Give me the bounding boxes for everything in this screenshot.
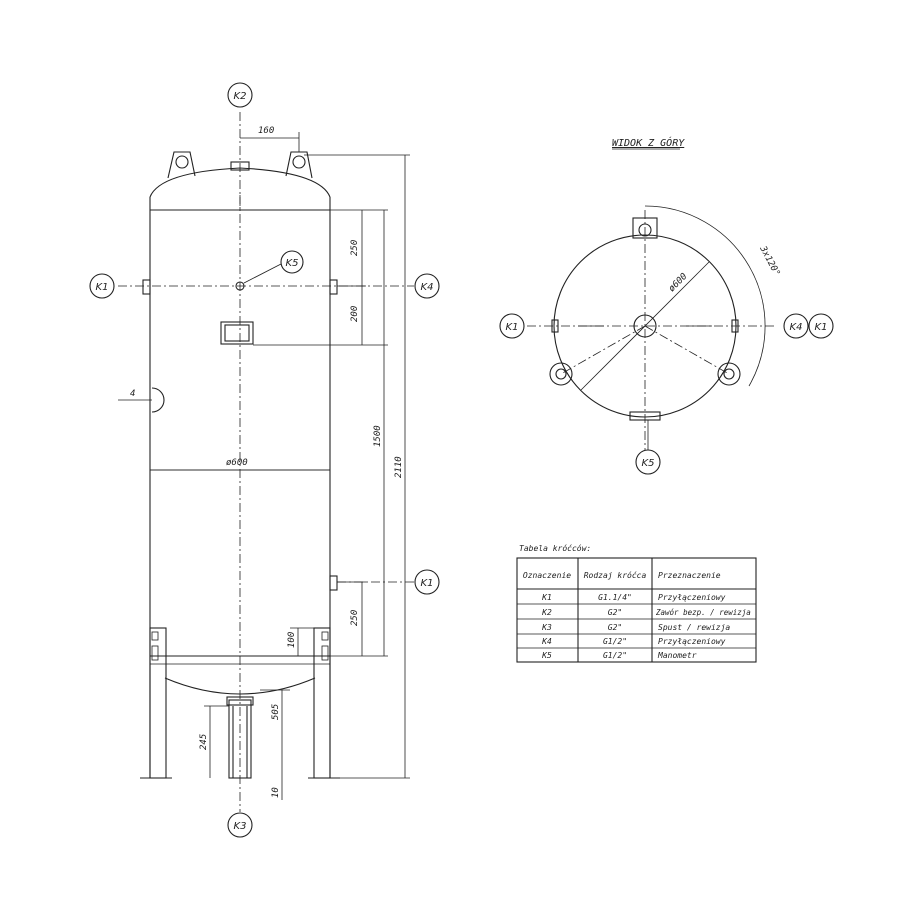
table-header-designation: Oznaczenie <box>523 571 571 580</box>
front-view: 4 160 <box>89 82 440 838</box>
top-label-k1-left: K1 <box>499 313 525 339</box>
table-row: K5 G1/2" Manometr <box>541 651 697 660</box>
top-label-k5: K5 <box>635 420 661 475</box>
dim-160-text: 160 <box>258 126 274 136</box>
svg-text:G2": G2" <box>608 623 622 632</box>
top-view-axis-lug-right <box>644 325 730 375</box>
dim-diameter-text: ø600 <box>226 458 248 468</box>
top-lug-left <box>549 362 573 386</box>
svg-text:K5: K5 <box>286 258 299 269</box>
leg-left <box>140 627 172 779</box>
top-label-k1-right: K1 <box>808 313 834 339</box>
top-label-k4: K4 <box>783 313 809 339</box>
svg-text:G2": G2" <box>608 608 622 617</box>
table-row: K2 G2" Zawór bezp. / rewizja <box>541 608 751 617</box>
top-lug-top <box>632 217 658 239</box>
dim-505-text: 505 <box>271 704 281 720</box>
label-k3-bottom: K3 <box>227 812 253 838</box>
svg-text:K3: K3 <box>541 623 552 632</box>
svg-text:K2: K2 <box>541 608 552 617</box>
svg-text:Zawór bezp. / rewizja: Zawór bezp. / rewizja <box>655 608 751 617</box>
label-k1-lower: K1 <box>414 569 440 595</box>
nameplate <box>220 321 254 345</box>
top-lug-right <box>717 362 741 386</box>
svg-text:K4: K4 <box>421 282 434 293</box>
label-k4-right: K4 <box>414 273 440 299</box>
svg-text:K4: K4 <box>790 322 803 333</box>
weld-arc <box>151 387 165 413</box>
table-row: K3 G2" Spust / rewizja <box>541 623 730 632</box>
svg-text:K4: K4 <box>541 637 552 646</box>
dim-10-text: 10 <box>271 787 281 798</box>
table-caption: Tabela króćców: <box>519 543 591 553</box>
svg-text:K5: K5 <box>541 651 552 660</box>
leg-right <box>308 627 340 779</box>
weld-note-label: 4 <box>130 389 135 399</box>
svg-text:G1/2": G1/2" <box>603 651 627 660</box>
top-view-axis-lug-left <box>560 325 646 375</box>
dim-1500-text: 1500 <box>373 425 383 447</box>
label-k5-front: K5 <box>243 250 304 284</box>
svg-text:K3: K3 <box>234 821 247 832</box>
dim-250-top-text: 250 <box>350 240 360 256</box>
dim-2110-text: 2110 <box>394 456 404 478</box>
svg-text:K1: K1 <box>815 322 828 333</box>
top-nozzle-k3 <box>629 411 661 421</box>
svg-text:Przyłączeniowy: Przyłączeniowy <box>658 593 726 602</box>
table-frame <box>516 557 757 663</box>
top-view-title: WIDOK Z GÓRY <box>612 136 685 149</box>
svg-text:K1: K1 <box>541 593 552 602</box>
nozzle-k1-upper <box>142 279 151 295</box>
svg-text:Spust / rewizja: Spust / rewizja <box>658 623 730 632</box>
table-header-purpose: Przeznaczenie <box>658 571 721 580</box>
top-nozzle-k1 <box>551 319 559 333</box>
svg-text:Manometr: Manometr <box>657 651 697 660</box>
table-row: K1 G1.1/4" Przyłączeniowy <box>541 593 725 602</box>
top-nozzle-k4 <box>731 319 739 333</box>
angle-text: 3x120° <box>757 244 782 278</box>
nameplate-inner <box>224 324 250 342</box>
svg-text:K1: K1 <box>506 322 519 333</box>
lifting-lug-left <box>167 151 196 179</box>
top-view-diameter-text: ø600 <box>667 272 689 294</box>
svg-text:K2: K2 <box>234 91 247 102</box>
label-k1-left: K1 <box>89 273 115 299</box>
nozzle-k4 <box>329 279 338 295</box>
dim-250-bottom-text: 250 <box>350 610 360 626</box>
svg-text:K5: K5 <box>642 458 655 469</box>
dim-200-text: 200 <box>350 306 360 322</box>
nozzle-k1-lower <box>329 575 338 591</box>
top-view: WIDOK Z GÓRY ø600 3 <box>499 136 834 475</box>
svg-text:K1: K1 <box>421 578 434 589</box>
dim-245-text: 245 <box>199 734 209 750</box>
svg-text:G1.1/4": G1.1/4" <box>598 593 632 602</box>
svg-text:G1/2": G1/2" <box>603 637 627 646</box>
top-view-diameter-line <box>580 261 710 391</box>
dim-100-text: 100 <box>287 632 297 648</box>
nozzle-table: Tabela króćców: Oznaczenie Rodzaj króćca… <box>516 543 757 663</box>
angle-arc <box>644 205 766 387</box>
label-k2-top: K2 <box>227 82 253 108</box>
svg-text:K1: K1 <box>96 282 109 293</box>
table-header-type: Rodzaj króćca <box>584 570 647 580</box>
svg-text:Przyłączeniowy: Przyłączeniowy <box>658 637 726 646</box>
table-row: K4 G1/2" Przyłączeniowy <box>541 637 725 646</box>
